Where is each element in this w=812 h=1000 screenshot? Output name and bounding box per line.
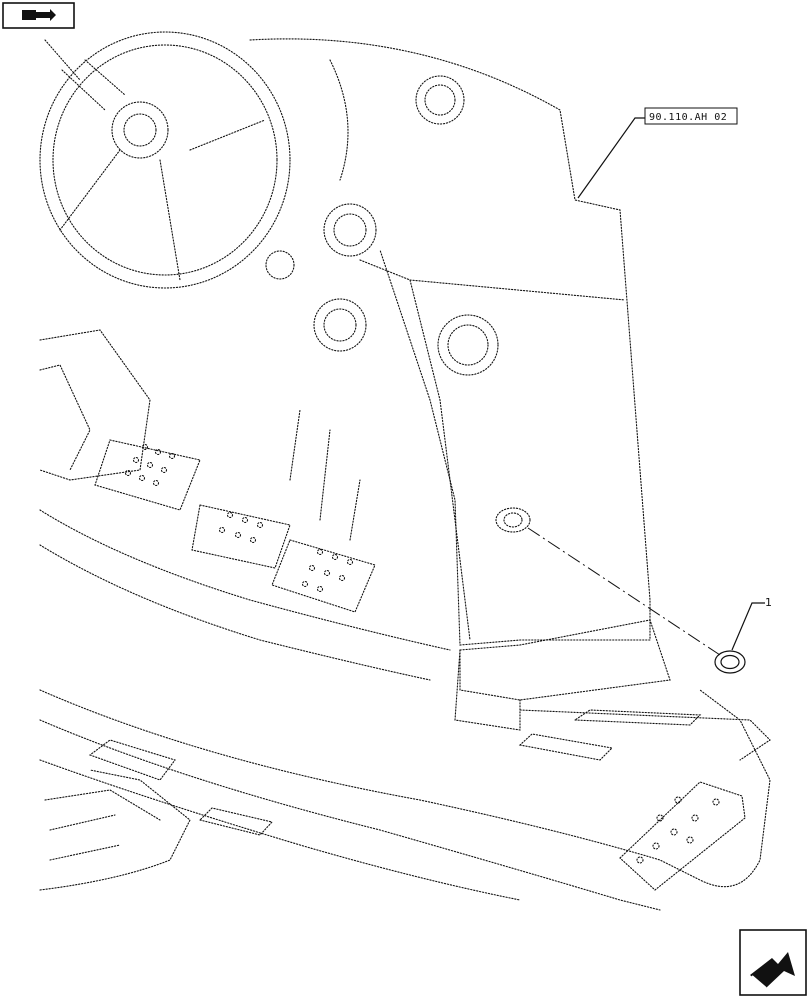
reference-label: 90.110.AH 02 [649, 112, 727, 123]
console-plug-hole [495, 507, 531, 533]
next-page-arrow-icon [750, 952, 795, 989]
floor-mat [39, 689, 771, 911]
callout-number: 1 [765, 596, 772, 609]
console-base [454, 619, 671, 731]
callout-leader [731, 602, 765, 651]
next-page-button[interactable] [739, 929, 807, 996]
pedals [94, 409, 376, 613]
book-arrow-icon [22, 9, 56, 21]
plug-part [714, 650, 746, 674]
reference-tag[interactable]: 90.110.AH 02 [644, 107, 738, 125]
reference-leader [577, 117, 645, 199]
manual-badge[interactable] [2, 2, 75, 29]
dash-console [249, 38, 651, 646]
step-plate [619, 781, 746, 891]
steering-wheel [39, 31, 291, 289]
assembly-line [527, 527, 721, 656]
floor-well [39, 329, 451, 681]
